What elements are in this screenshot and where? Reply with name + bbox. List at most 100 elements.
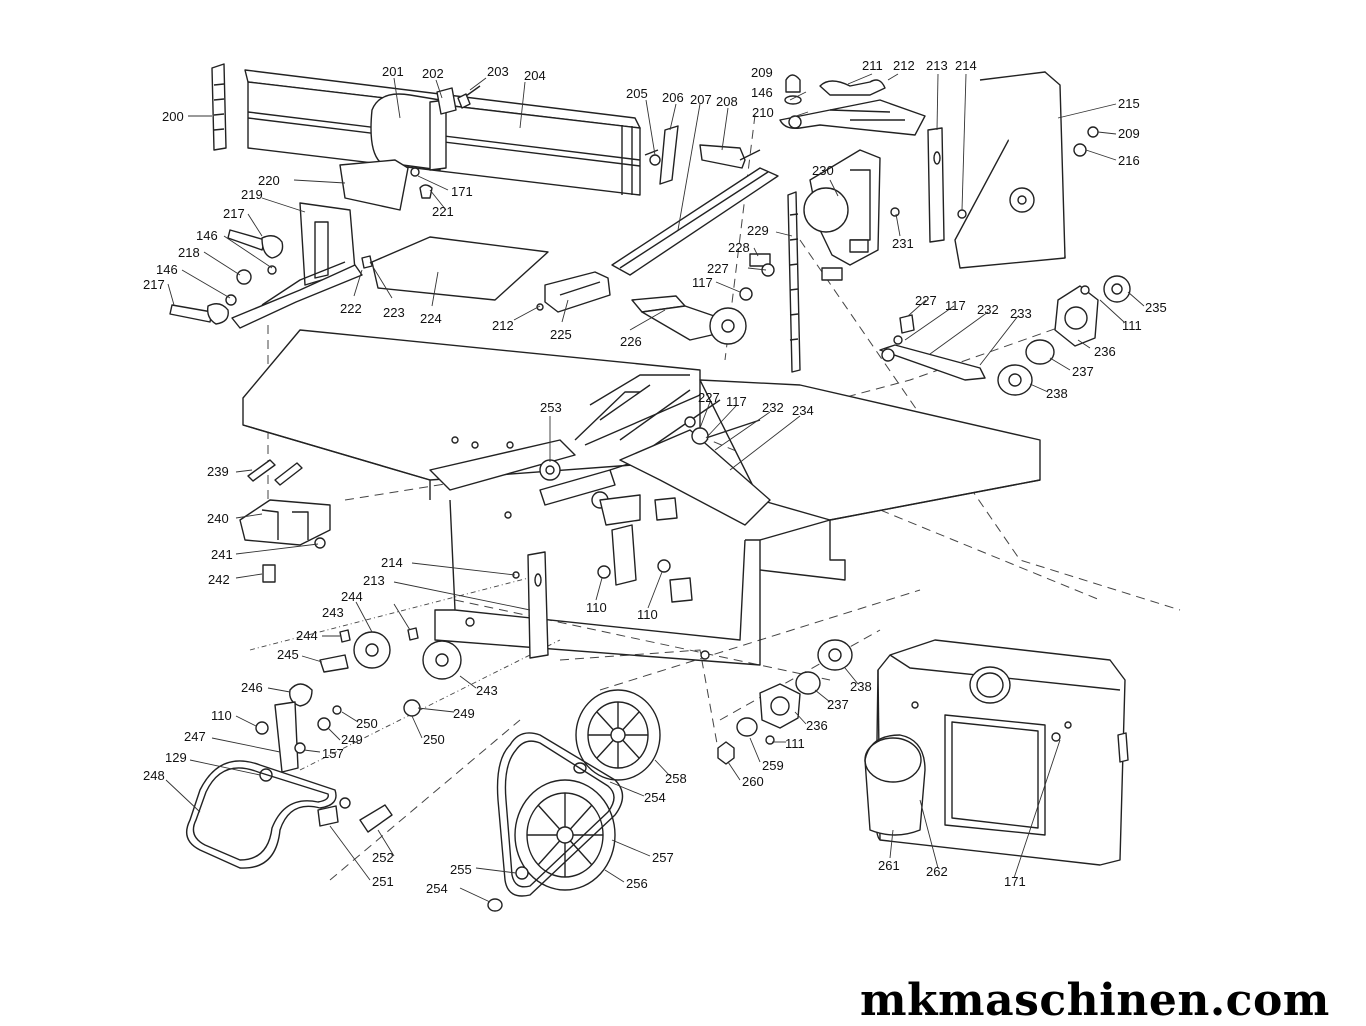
part-label-253: 253 xyxy=(540,400,562,415)
part-label-146: 146 xyxy=(751,85,773,100)
part-label-244: 244 xyxy=(341,589,363,604)
part-label-231: 231 xyxy=(892,236,914,251)
part-label-157: 157 xyxy=(322,746,344,761)
part-label-258: 258 xyxy=(665,771,687,786)
part-label-220: 220 xyxy=(258,173,280,188)
part-label-250: 250 xyxy=(356,716,378,731)
part-label-237: 237 xyxy=(1072,364,1094,379)
part-label-250: 250 xyxy=(423,732,445,747)
part-label-225: 225 xyxy=(550,327,572,342)
part-label-203: 203 xyxy=(487,64,509,79)
part-label-111: 111 xyxy=(785,736,805,751)
part-label-240: 240 xyxy=(207,511,229,526)
part-label-219: 219 xyxy=(241,187,263,202)
part-label-242: 242 xyxy=(208,572,230,587)
part-label-210: 210 xyxy=(752,105,774,120)
part-label-228: 228 xyxy=(728,240,750,255)
part-label-214: 214 xyxy=(955,58,977,73)
part-label-200: 200 xyxy=(162,109,184,124)
part-label-234: 234 xyxy=(792,403,814,418)
cover-plate-and-accessories xyxy=(361,125,779,345)
part-label-201: 201 xyxy=(382,64,404,79)
part-label-217: 217 xyxy=(223,206,245,221)
part-label-243: 243 xyxy=(476,683,498,698)
pulleys-and-belt xyxy=(487,689,661,912)
leader-lines xyxy=(165,73,1145,903)
part-label-238: 238 xyxy=(1046,386,1068,401)
part-label-224: 224 xyxy=(420,311,442,326)
part-label-209: 209 xyxy=(751,65,773,80)
part-label-243: 243 xyxy=(322,605,344,620)
part-label-256: 256 xyxy=(626,876,648,891)
part-label-254: 254 xyxy=(644,790,666,805)
part-label-236: 236 xyxy=(1094,344,1116,359)
part-label-129: 129 xyxy=(165,750,187,765)
part-label-213: 213 xyxy=(363,573,385,588)
part-label-249: 249 xyxy=(341,732,363,747)
part-label-244: 244 xyxy=(296,628,318,643)
part-label-214: 214 xyxy=(381,555,403,570)
motor-cover-and-bearings xyxy=(717,639,1129,866)
part-label-216: 216 xyxy=(1118,153,1140,168)
part-label-215: 215 xyxy=(1118,96,1140,111)
part-label-222: 222 xyxy=(340,301,362,316)
part-label-254: 254 xyxy=(426,881,448,896)
part-label-232: 232 xyxy=(762,400,784,415)
part-number-labels: 200 201 202 203 204 205 206 207 208 209 … xyxy=(143,58,1167,896)
part-label-110: 110 xyxy=(637,607,658,622)
part-label-237: 237 xyxy=(827,697,849,712)
part-label-111: 111 xyxy=(1122,318,1142,333)
part-label-221: 221 xyxy=(432,204,454,219)
part-label-251: 251 xyxy=(372,874,394,889)
part-label-212: 212 xyxy=(492,318,514,333)
part-label-232: 232 xyxy=(977,302,999,317)
part-label-252: 252 xyxy=(372,850,394,865)
part-label-117: 117 xyxy=(726,394,747,409)
fence-assembly xyxy=(169,63,641,329)
part-label-249: 249 xyxy=(453,706,475,721)
part-label-206: 206 xyxy=(662,90,684,105)
planer-table-and-base xyxy=(242,329,1041,666)
part-label-246: 246 xyxy=(241,680,263,695)
part-label-260: 260 xyxy=(742,774,764,789)
part-label-235: 235 xyxy=(1145,300,1167,315)
part-label-110: 110 xyxy=(586,600,607,615)
part-label-204: 204 xyxy=(524,68,546,83)
part-label-262: 262 xyxy=(926,864,948,879)
part-label-233: 233 xyxy=(1010,306,1032,321)
part-label-171: 171 xyxy=(1004,874,1026,889)
part-label-110: 110 xyxy=(211,708,232,723)
watermark-text: mkmaschinen.com xyxy=(860,975,1330,1026)
part-label-171: 171 xyxy=(451,184,473,199)
part-label-209: 209 xyxy=(1118,126,1140,141)
part-label-247: 247 xyxy=(184,729,206,744)
part-label-236: 236 xyxy=(806,718,828,733)
height-adjust-assembly xyxy=(739,71,1131,396)
part-label-255: 255 xyxy=(450,862,472,877)
part-label-257: 257 xyxy=(652,850,674,865)
part-label-248: 248 xyxy=(143,768,165,783)
part-label-245: 245 xyxy=(277,647,299,662)
part-label-227: 227 xyxy=(915,293,937,308)
part-label-230: 230 xyxy=(812,163,834,178)
part-label-208: 208 xyxy=(716,94,738,109)
part-label-213: 213 xyxy=(926,58,948,73)
part-label-238: 238 xyxy=(850,679,872,694)
part-label-211: 211 xyxy=(862,58,883,73)
part-label-227: 227 xyxy=(707,261,729,276)
part-label-212: 212 xyxy=(893,58,915,73)
part-label-227: 227 xyxy=(698,390,720,405)
part-label-217: 217 xyxy=(143,277,165,292)
part-label-205: 205 xyxy=(626,86,648,101)
part-label-117: 117 xyxy=(692,275,713,290)
part-label-261: 261 xyxy=(878,858,900,873)
part-label-241: 241 xyxy=(211,547,233,562)
part-label-146: 146 xyxy=(156,262,178,277)
part-label-207: 207 xyxy=(690,92,712,107)
part-label-223: 223 xyxy=(383,305,405,320)
part-label-202: 202 xyxy=(422,66,444,81)
part-label-146: 146 xyxy=(196,228,218,243)
feed-drive-parts xyxy=(186,459,462,869)
part-label-229: 229 xyxy=(747,223,769,238)
